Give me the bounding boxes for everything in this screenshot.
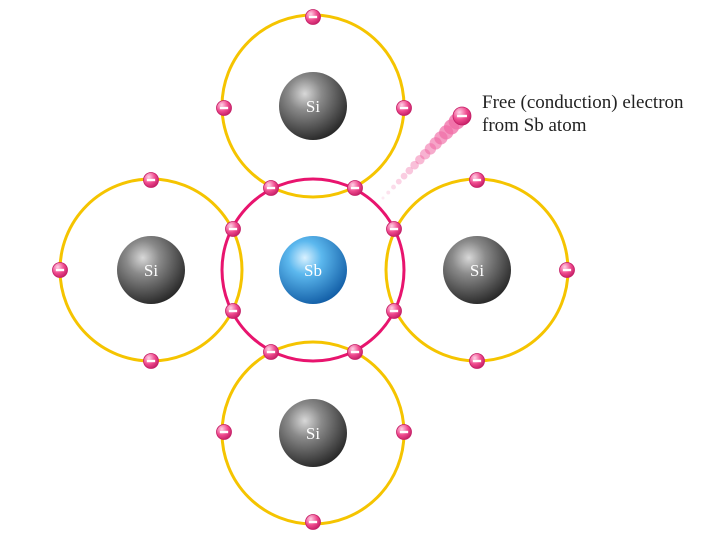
electron-5 (52, 262, 68, 278)
atom-si-bottom: Si (279, 399, 347, 467)
free-electron (452, 106, 472, 126)
orbit-sb-center (220, 177, 406, 363)
electron-10 (216, 424, 232, 440)
trail-dot (386, 190, 391, 195)
caption-line-2: from Sb atom (482, 115, 587, 136)
electron-18 (386, 303, 402, 319)
free-electron-caption: Free (conduction) electron from Sb atom (482, 91, 684, 137)
electron-7 (469, 172, 485, 188)
electron-3 (396, 100, 412, 116)
atom-si-left: Si (117, 236, 185, 304)
electron-8 (559, 262, 575, 278)
electron-2 (216, 100, 232, 116)
trail-dot (391, 184, 396, 190)
electron-11 (396, 424, 412, 440)
electron-19 (263, 344, 279, 360)
electron-6 (143, 353, 159, 369)
electron-15 (225, 221, 241, 237)
electron-9 (469, 353, 485, 369)
atom-si-top: Si (279, 72, 347, 140)
atom-label-si-left: Si (144, 261, 158, 280)
atom-label-si-right: Si (470, 261, 484, 280)
electron-17 (386, 221, 402, 237)
atom-label-si-bottom: Si (306, 424, 320, 443)
atom-si-right: Si (443, 236, 511, 304)
trail-dot (400, 172, 408, 180)
electron-16 (225, 303, 241, 319)
electron-14 (347, 180, 363, 196)
electron-4 (143, 172, 159, 188)
atoms: Si Si Si Si Sb (117, 72, 511, 467)
trail-dot (381, 196, 385, 200)
trail-dot (405, 166, 414, 175)
electron-1 (305, 9, 321, 25)
electron-20 (347, 344, 363, 360)
atom-label-sb: Sb (304, 261, 322, 280)
electrons (52, 9, 575, 530)
free-electron-trail (381, 106, 472, 200)
trail-dot (410, 160, 419, 170)
trail-dot (395, 178, 402, 185)
atom-label-si-top: Si (306, 97, 320, 116)
atom-sb-center: Sb (279, 236, 347, 304)
electron-13 (263, 180, 279, 196)
electron-12 (305, 514, 321, 530)
caption-line-1: Free (conduction) electron (482, 92, 684, 113)
